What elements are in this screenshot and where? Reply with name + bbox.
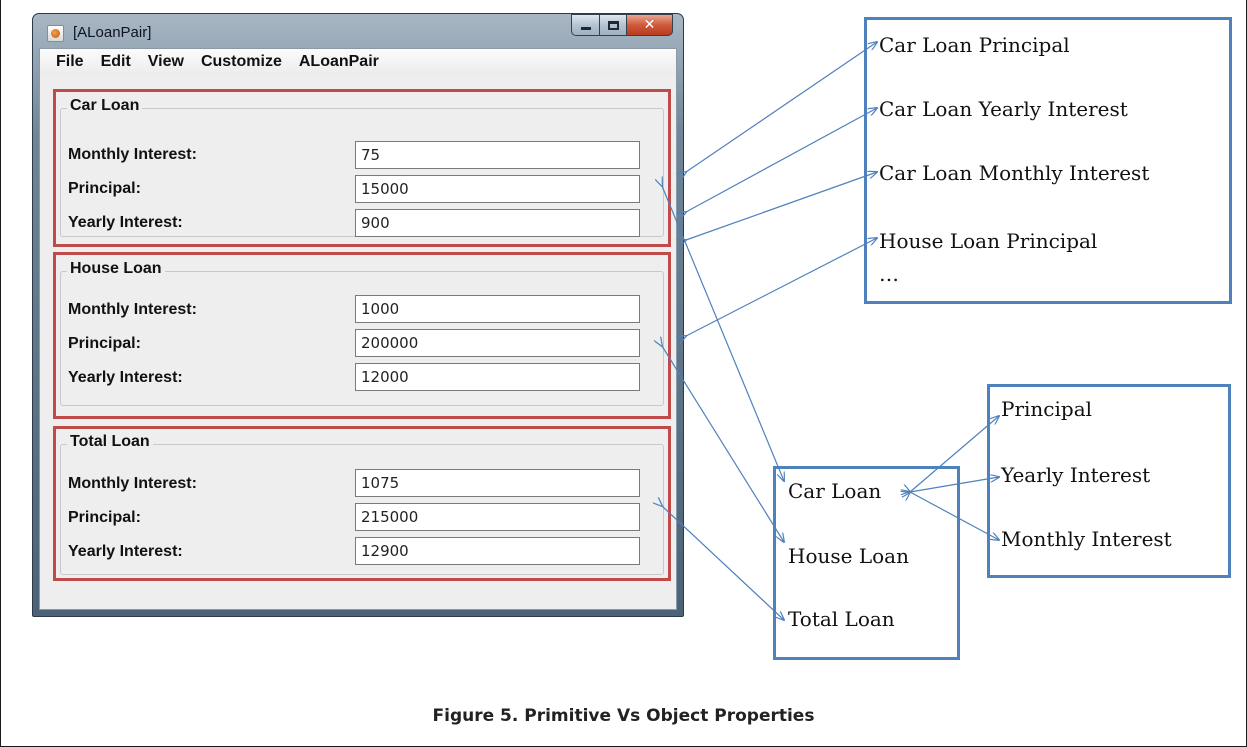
arrow-house-principal	[686, 238, 877, 336]
house-principal-label: Principal:	[68, 335, 141, 352]
house-loan-legend: House Loan	[67, 260, 165, 278]
primitive-item-house-principal: House Loan Principal	[879, 229, 1098, 253]
car-monthly-interest-field[interactable]: 75	[355, 141, 640, 169]
menu-customize[interactable]: Customize	[200, 53, 282, 70]
minimize-button[interactable]	[571, 14, 600, 36]
window-title: [ALoanPair]	[73, 24, 152, 41]
primitive-item-car-monthly-interest: Car Loan Monthly Interest	[879, 161, 1150, 185]
car-principal-field[interactable]: 15000	[355, 175, 640, 203]
arrow-loan-yearly-interest	[910, 477, 999, 492]
primitive-item-car-principal: Car Loan Principal	[879, 33, 1070, 57]
car-principal-label: Principal:	[68, 180, 141, 197]
java-app-icon	[47, 25, 64, 42]
total-loan-legend: Total Loan	[67, 433, 153, 451]
loan-item-principal: Principal	[1001, 397, 1093, 421]
close-icon: ✕	[643, 17, 656, 33]
arrow-total-loan-object	[662, 506, 784, 620]
menu-aloanpair[interactable]: ALoanPair	[298, 53, 379, 70]
arrow-car-principal	[686, 42, 877, 172]
house-yearly-interest-label: Yearly Interest:	[68, 369, 183, 386]
window-controls: ✕	[571, 14, 673, 36]
maximize-button[interactable]	[600, 14, 627, 36]
figure-caption: Figure 5. Primitive Vs Object Properties	[432, 706, 815, 726]
total-monthly-interest-label: Monthly Interest:	[68, 475, 197, 492]
car-loan-highlight	[53, 89, 671, 247]
car-yearly-interest-field[interactable]: 900	[355, 209, 640, 237]
menu-edit[interactable]: Edit	[100, 53, 131, 70]
menu-view[interactable]: View	[147, 53, 184, 70]
object-item-total-loan: Total Loan	[788, 607, 895, 631]
house-monthly-interest-label: Monthly Interest:	[68, 301, 197, 318]
window-content: File Edit View Customize ALoanPair Car L…	[39, 48, 677, 610]
house-yearly-interest-field[interactable]: 12000	[355, 363, 640, 391]
primitive-item-car-yearly-interest: Car Loan Yearly Interest	[879, 97, 1128, 121]
house-monthly-interest-field[interactable]: 1000	[355, 295, 640, 323]
loan-properties-box	[987, 384, 1231, 578]
arrow-loan-monthly-interest	[910, 492, 999, 540]
total-yearly-interest-label: Yearly Interest:	[68, 543, 183, 560]
total-principal-field[interactable]: 215000	[355, 503, 640, 531]
object-item-house-loan: House Loan	[788, 544, 909, 568]
total-yearly-interest-field[interactable]: 12900	[355, 537, 640, 565]
car-monthly-interest-label: Monthly Interest:	[68, 146, 197, 163]
close-button[interactable]: ✕	[627, 14, 673, 36]
arrow-car-monthly-interest	[686, 172, 877, 240]
object-item-car-loan: Car Loan	[788, 479, 882, 503]
arrow-loan-principal	[910, 416, 999, 492]
loan-item-yearly-interest: Yearly Interest	[1001, 463, 1151, 487]
arrow-car-yearly-interest	[686, 108, 877, 212]
car-loan-legend: Car Loan	[67, 97, 143, 115]
title-bar[interactable]: [ALoanPair] ✕	[33, 14, 683, 48]
menu-file[interactable]: File	[56, 53, 84, 70]
arrow-house-loan-object	[662, 346, 784, 542]
total-monthly-interest-field[interactable]: 1075	[355, 469, 640, 497]
aloanpair-window: [ALoanPair] ✕ File Edit View Customize A…	[32, 13, 684, 617]
total-principal-label: Principal:	[68, 509, 141, 526]
menu-bar: File Edit View Customize ALoanPair	[40, 49, 676, 75]
car-yearly-interest-label: Yearly Interest:	[68, 214, 183, 231]
primitive-properties-box	[864, 17, 1232, 304]
arrow-car-loan-object	[662, 186, 784, 481]
maximize-icon	[607, 20, 619, 30]
loan-item-monthly-interest: Monthly Interest	[1001, 527, 1172, 551]
primitive-item-ellipsis: …	[879, 262, 899, 286]
house-principal-field[interactable]: 200000	[355, 329, 640, 357]
minimize-icon	[580, 26, 591, 30]
